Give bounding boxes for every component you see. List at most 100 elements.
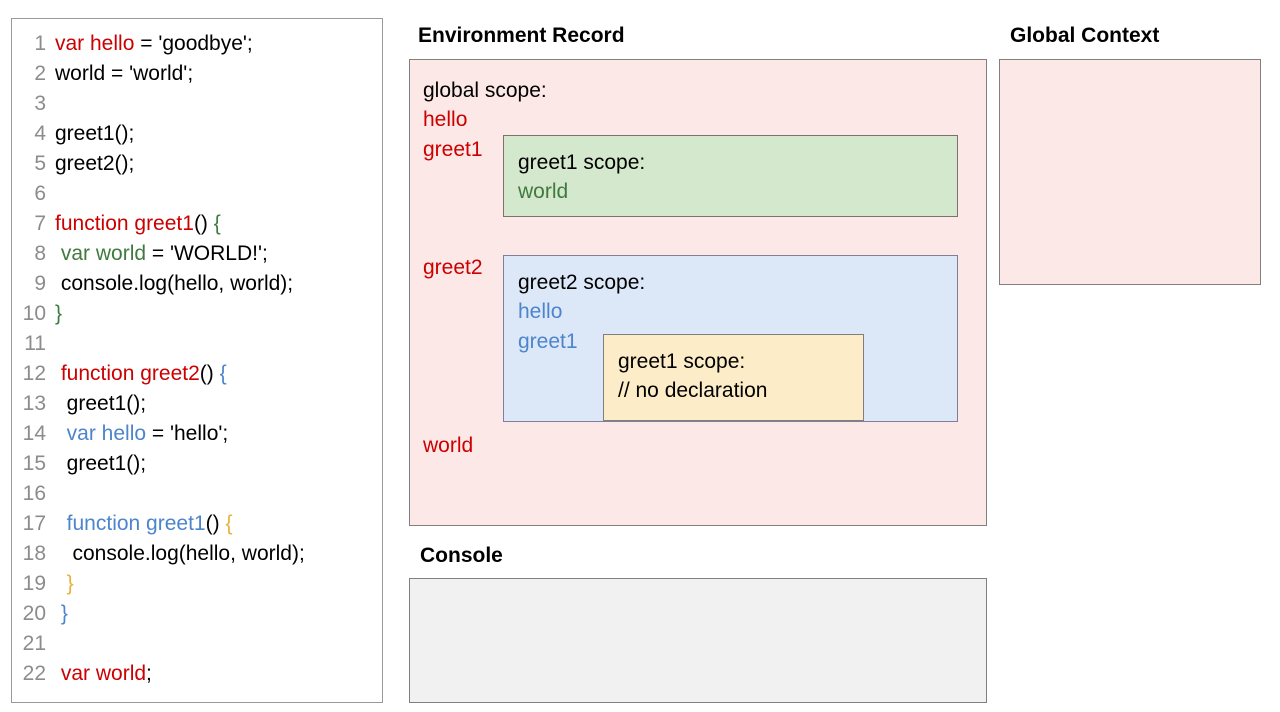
code-token	[55, 422, 67, 445]
code-line-text: function greet2() {	[55, 359, 227, 389]
code-token: ;	[146, 662, 152, 685]
line-number: 8	[34, 242, 46, 265]
code-token: function greet1	[66, 512, 206, 535]
code-line-text: console.log(hello, world);	[55, 539, 305, 569]
line-number: 21	[22, 632, 46, 655]
code-line: 16	[12, 479, 382, 509]
line-number: 11	[24, 332, 46, 355]
code-line: 22 var world;	[12, 659, 382, 689]
code-line: 18 console.log(hello, world);	[12, 539, 382, 569]
code-token: var world	[60, 662, 147, 685]
line-number: 7	[34, 212, 46, 235]
code-token	[55, 512, 67, 535]
code-line: 12 function greet2() {	[12, 359, 382, 389]
code-token: console.log(hello, world);	[55, 272, 294, 295]
code-line: 4 greet1();	[12, 119, 382, 149]
global-var-world: world	[423, 434, 474, 457]
greet2-scope-title: greet2 scope:	[518, 271, 646, 294]
greet1-inner-scope-title: greet1 scope:	[618, 350, 746, 373]
code-line-text: function greet1() {	[55, 509, 233, 539]
greet1-inner-scope-note: // no declaration	[618, 379, 768, 402]
code-token: = 'WORLD!';	[146, 242, 268, 265]
code-token: }	[66, 572, 74, 595]
code-line: 14 var hello = 'hello';	[12, 419, 382, 449]
code-line-text: var hello = 'hello';	[55, 419, 229, 449]
code-line: 5 greet2();	[12, 149, 382, 179]
code-token: var world	[60, 242, 147, 265]
line-number: 5	[34, 152, 46, 175]
code-line-text: var world;	[55, 659, 152, 689]
greet2-scope-box: greet2 scope: hello greet1 greet1 scope:…	[503, 255, 958, 422]
code-line: 20 }	[12, 599, 382, 629]
line-number: 14	[22, 422, 46, 445]
line-number: 1	[34, 32, 46, 55]
code-token: greet2();	[55, 152, 135, 175]
code-token: var hello	[66, 422, 147, 445]
code-token: = 'goodbye';	[134, 32, 253, 55]
code-line: 11	[12, 329, 382, 359]
global-scope-label: global scope:	[423, 79, 547, 102]
code-token: }	[55, 302, 63, 325]
environment-record-title: Environment Record	[418, 24, 625, 47]
code-line: 13 greet1();	[12, 389, 382, 419]
line-number: 3	[34, 92, 46, 115]
code-line-text: greet2();	[55, 149, 134, 179]
code-line: 9 console.log(hello, world);	[12, 269, 382, 299]
code-token: function greet1	[55, 212, 194, 235]
greet2-scope-var-hello: hello	[518, 300, 563, 323]
code-token: {	[219, 362, 227, 385]
line-number: 9	[34, 272, 46, 295]
code-line-text: var world = 'WORLD!';	[55, 239, 268, 269]
line-number: 16	[22, 482, 46, 505]
code-line: 10}	[12, 299, 382, 329]
code-line-text: world = 'world';	[55, 59, 193, 89]
line-number: 19	[22, 572, 46, 595]
code-token: ()	[205, 512, 226, 535]
code-token: }	[60, 602, 68, 625]
code-line-text: }	[55, 569, 74, 599]
global-var-hello: hello	[423, 108, 468, 131]
line-number: 22	[22, 662, 46, 685]
code-line-text: }	[55, 599, 68, 629]
line-number: 4	[34, 122, 46, 145]
greet1-inner-scope-box: greet1 scope: // no declaration	[603, 334, 864, 421]
global-context-title: Global Context	[1010, 24, 1160, 47]
code-token: ()	[193, 212, 214, 235]
line-number: 2	[34, 62, 46, 85]
code-line: 6	[12, 179, 382, 209]
code-token: var hello	[55, 32, 135, 55]
global-var-greet2: greet2	[423, 256, 483, 279]
greet2-scope-var-greet1: greet1	[518, 330, 578, 353]
console-title: Console	[420, 544, 503, 567]
code-token: console.log(hello, world);	[55, 542, 305, 565]
code-line: 15 greet1();	[12, 449, 382, 479]
code-token: greet1();	[55, 122, 135, 145]
code-line-text: greet1();	[55, 449, 146, 479]
environment-record-panel: global scope: hello greet1 greet2 world …	[409, 59, 987, 526]
line-number: 20	[22, 602, 46, 625]
code-token: world = 'world';	[55, 62, 194, 85]
line-number: 10	[22, 302, 46, 325]
line-number: 18	[22, 542, 46, 565]
code-editor-panel[interactable]: 1 var hello = 'goodbye'; 2 world = 'world';…	[11, 18, 383, 703]
greet1-scope-var-world: world	[518, 180, 569, 203]
greet1-scope-box: greet1 scope: world	[503, 135, 958, 217]
code-line: 1 var hello = 'goodbye';	[12, 29, 382, 59]
code-token: ()	[199, 362, 220, 385]
code-token: = 'hello';	[146, 422, 229, 445]
line-number: 17	[22, 512, 46, 535]
code-line: 3	[12, 89, 382, 119]
code-line: 2 world = 'world';	[12, 59, 382, 89]
console-output-panel	[409, 578, 987, 703]
code-line-text: greet1();	[55, 389, 146, 419]
code-token: {	[225, 512, 233, 535]
greet1-scope-title: greet1 scope:	[518, 151, 646, 174]
line-number: 15	[22, 452, 46, 475]
code-token: greet1();	[55, 392, 147, 415]
line-number: 12	[22, 362, 46, 385]
code-line-text: console.log(hello, world);	[55, 269, 293, 299]
line-number: 13	[22, 392, 46, 415]
code-line: 17 function greet1() {	[12, 509, 382, 539]
global-context-panel	[999, 59, 1261, 285]
code-token: {	[213, 212, 221, 235]
